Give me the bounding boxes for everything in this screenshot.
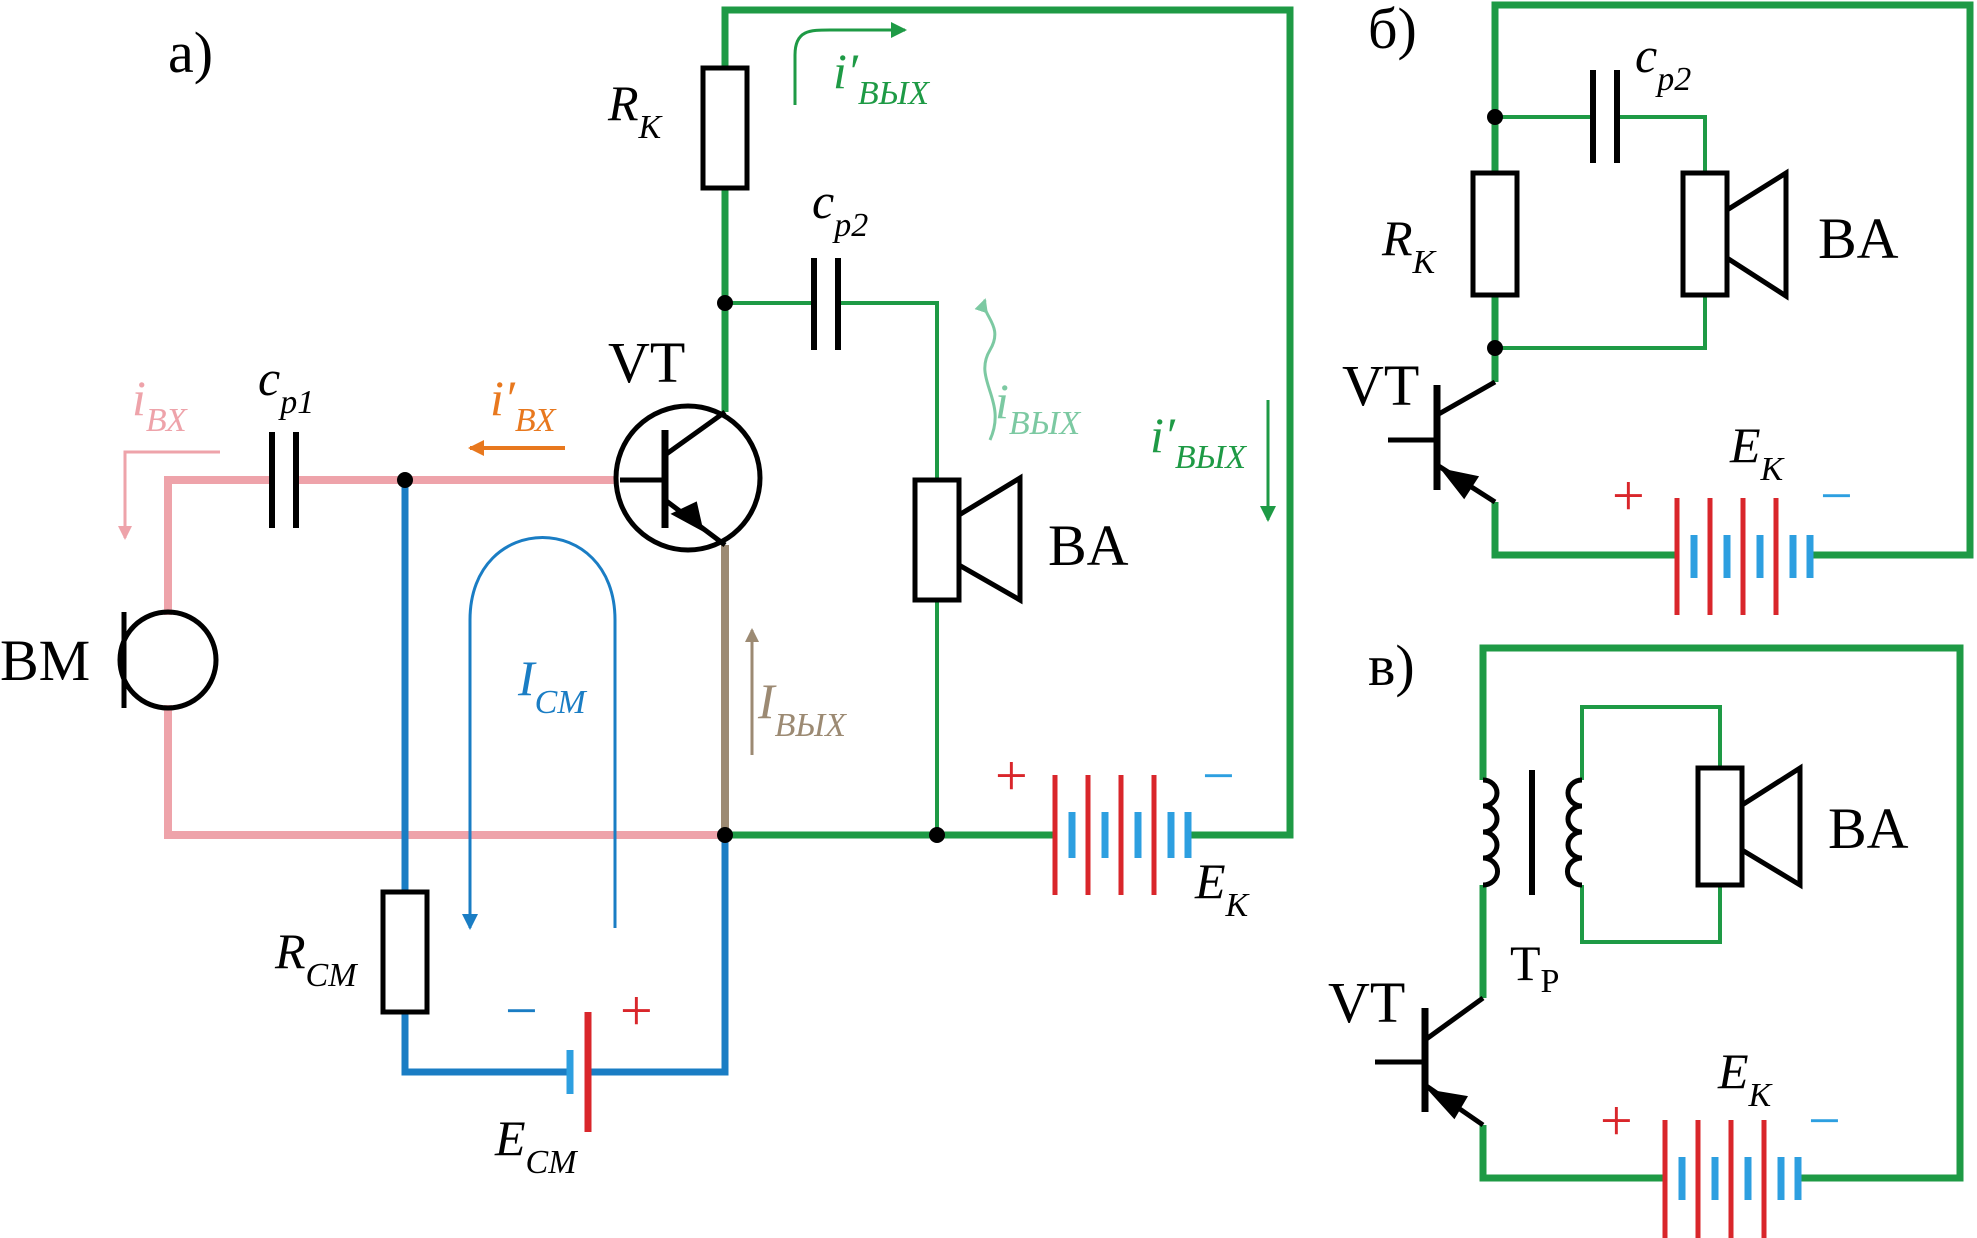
resistor-rk bbox=[700, 65, 750, 191]
ivyx-prime-label-top: i′ВЫХ bbox=[833, 43, 930, 112]
rcm-label: RСМ bbox=[274, 923, 358, 994]
panel-a-label: а) bbox=[168, 20, 213, 85]
ecm-plus: + bbox=[620, 978, 653, 1043]
panel-c-label: в) bbox=[1368, 633, 1415, 698]
battery-ek-a bbox=[1052, 775, 1192, 895]
bm-label: BM bbox=[0, 628, 90, 693]
panel-c-secondary-wires bbox=[1580, 705, 1722, 944]
transistor-vt-a bbox=[613, 403, 763, 553]
ek-label-a: EК bbox=[1194, 853, 1251, 924]
battery-ecm bbox=[566, 1012, 592, 1132]
bias-circuit-wires bbox=[401, 480, 729, 1076]
ivyx-arrow bbox=[974, 298, 997, 441]
capacitor-cp1 bbox=[269, 432, 299, 528]
cp2-label-b: cp2 bbox=[1635, 27, 1691, 98]
ivyx-prime-arrow-top bbox=[793, 22, 907, 105]
vt-label-c: VT bbox=[1328, 970, 1405, 1035]
ek-plus-c: + bbox=[1600, 1088, 1633, 1153]
ivyx-cap-label: IВЫХ bbox=[757, 673, 847, 744]
capacitor-cp2 bbox=[811, 258, 841, 350]
capacitor-cp2-b bbox=[1590, 70, 1620, 163]
speaker-branch-wires bbox=[725, 301, 939, 835]
panel-b: б) bbox=[1342, 0, 1974, 615]
ecm-label: EСМ bbox=[494, 1110, 578, 1181]
ek-minus-b: − bbox=[1820, 463, 1853, 528]
icm-label: IСМ bbox=[517, 650, 587, 721]
ivx-prime-label: i′ВХ bbox=[490, 370, 557, 439]
ba-label-c: BA bbox=[1828, 796, 1909, 861]
vt-label-a: VT bbox=[608, 330, 685, 395]
ivyx-label: iВЫХ bbox=[995, 373, 1081, 442]
ba-label-b: BA bbox=[1818, 206, 1899, 271]
resistor-rcm bbox=[380, 889, 430, 1015]
icm-loop-arrow bbox=[462, 536, 617, 930]
ek-plus-b: + bbox=[1612, 463, 1645, 528]
tr-label: ТР bbox=[1510, 935, 1559, 1000]
panel-c-outer-wires bbox=[1479, 644, 1964, 1182]
transistor-vt-c bbox=[1375, 995, 1485, 1128]
junction-dots bbox=[397, 295, 945, 843]
cp1-label: cp1 bbox=[258, 350, 314, 421]
cp2-label-a: cp2 bbox=[812, 173, 868, 244]
speaker-icon-c bbox=[1695, 763, 1803, 890]
ek-minus-c: − bbox=[1808, 1088, 1841, 1153]
vt-label-b: VT bbox=[1342, 353, 1419, 418]
resistor-rk-b bbox=[1470, 170, 1520, 298]
ivx-arrow bbox=[118, 450, 220, 540]
input-circuit-wires bbox=[164, 476, 725, 839]
panel-b-junctions bbox=[1487, 109, 1503, 356]
ba-label-a: BA bbox=[1048, 513, 1129, 578]
ek-label-c: EК bbox=[1717, 1043, 1774, 1114]
ivyx-prime-label-right: i′ВЫХ bbox=[1150, 407, 1247, 476]
ecm-minus: − bbox=[505, 978, 538, 1043]
battery-ek-c bbox=[1662, 1120, 1802, 1238]
ivx-label: iВХ bbox=[132, 370, 188, 439]
transformer-tr bbox=[1482, 770, 1583, 895]
panel-a: а) − + bbox=[0, 6, 1294, 1181]
panel-b-label: б) bbox=[1368, 0, 1417, 61]
panel-c: в) bbox=[1328, 633, 1964, 1238]
battery-ek-b bbox=[1674, 498, 1814, 615]
ek-minus-a: − bbox=[1202, 743, 1235, 808]
transistor-vt-b bbox=[1388, 379, 1497, 505]
microphone-icon bbox=[117, 609, 219, 711]
panel-b-outer-wires bbox=[1491, 1, 1974, 559]
panel-b-speaker-wires bbox=[1495, 115, 1707, 350]
speaker-icon-b bbox=[1680, 168, 1789, 301]
ek-label-b: EК bbox=[1729, 417, 1786, 488]
ek-plus-a: + bbox=[995, 743, 1028, 808]
rk-label-a: RК bbox=[607, 75, 664, 146]
speaker-icon bbox=[912, 473, 1023, 605]
rk-label-b: RК bbox=[1381, 210, 1438, 281]
